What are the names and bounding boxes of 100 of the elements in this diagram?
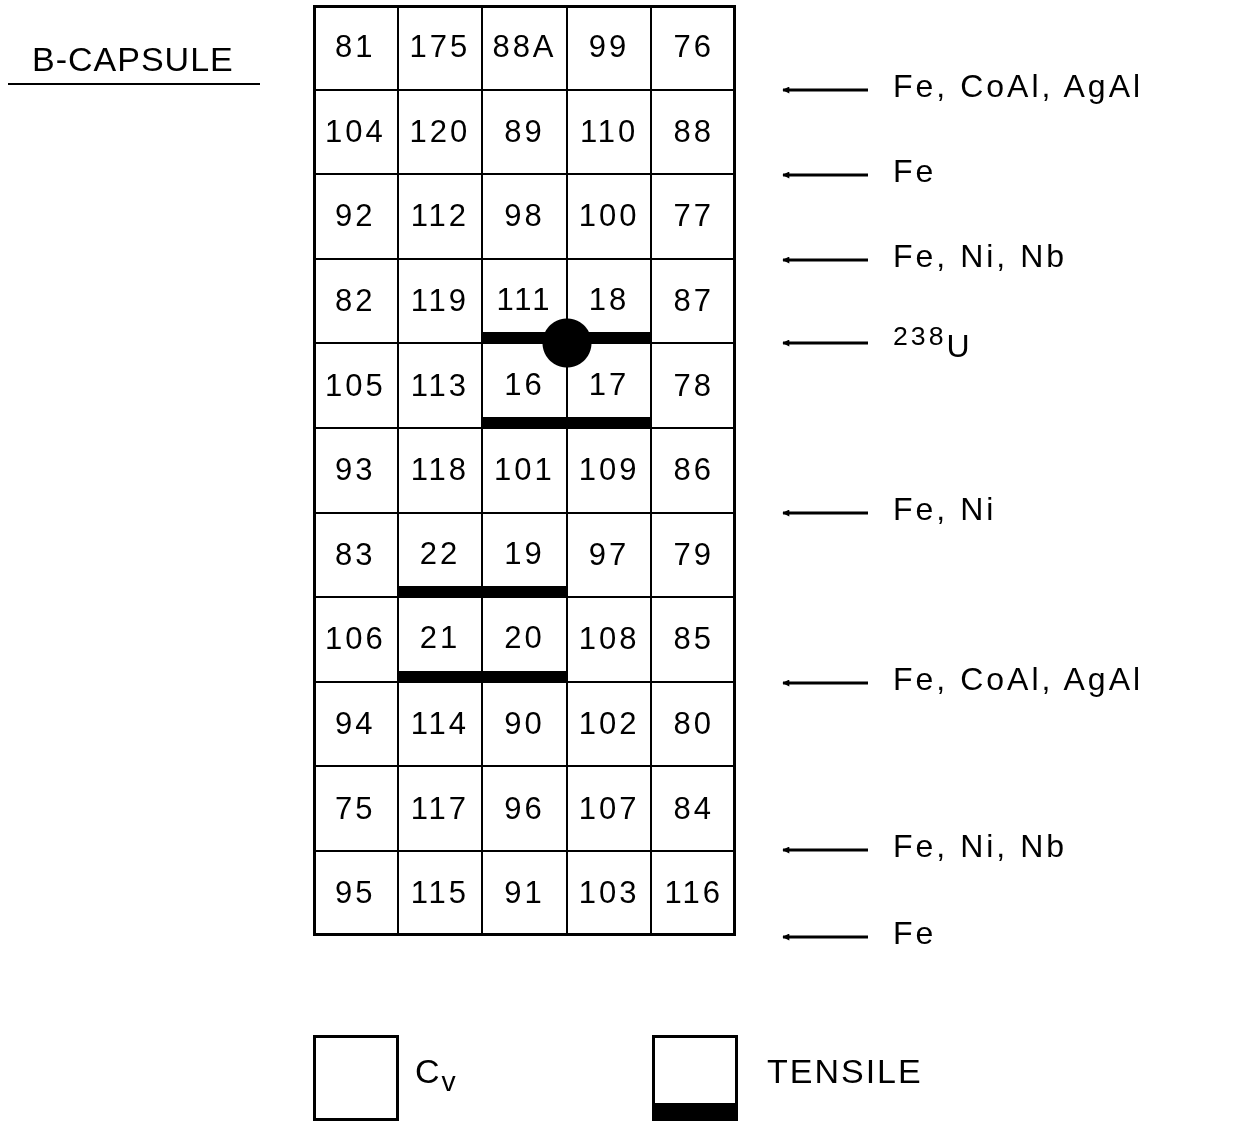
specimen-cell (397, 343, 483, 428)
specimen-number: 91 (504, 875, 545, 912)
specimen-number: 102 (578, 706, 640, 743)
specimen-number: 85 (673, 621, 714, 658)
specimen-number: 78 (673, 367, 714, 404)
specimen-cell (482, 89, 567, 175)
specimen-number: 99 (588, 29, 630, 66)
specimen-cell (397, 851, 483, 936)
arrow (782, 256, 868, 264)
specimen-number: 80 (673, 706, 714, 743)
specimen-cell (313, 681, 398, 767)
specimen-number: 81 (335, 29, 376, 66)
specimen-cell (651, 681, 736, 767)
specimen-cell (397, 5, 483, 90)
specimen-number: 89 (504, 113, 545, 150)
specimen-cell (313, 597, 398, 682)
specimen-number: 105 (324, 367, 386, 404)
specimen-cell (397, 89, 483, 175)
specimen-number: 82 (335, 283, 376, 320)
specimen-number: 95 (335, 875, 376, 912)
specimen-number: 83 (335, 536, 376, 573)
specimen-cell (313, 5, 398, 90)
tensile-specimen-cell (566, 343, 652, 428)
specimen-number: 90 (504, 706, 545, 743)
specimen-cell (651, 597, 736, 682)
specimen-cell (313, 851, 398, 936)
specimen-cell (482, 766, 567, 851)
specimen-cell (313, 428, 398, 513)
arrow (782, 679, 868, 687)
specimen-cell (566, 766, 652, 851)
specimen-number: 109 (578, 452, 640, 489)
arrow (782, 339, 868, 347)
arrow (782, 933, 868, 941)
dosimeter-label: Fe (893, 153, 937, 190)
specimen-number: 108 (578, 621, 640, 658)
specimen-cell (482, 5, 567, 90)
specimen-number: 16 (504, 366, 545, 403)
specimen-cell (313, 343, 398, 428)
specimen-number: 113 (410, 367, 470, 404)
title: B-CAPSULE (8, 40, 260, 85)
specimen-number: 97 (588, 536, 630, 573)
legend-label: TENSILE (767, 1052, 923, 1091)
specimen-cell (482, 428, 567, 513)
specimen-cell (313, 766, 398, 851)
arrow (782, 86, 868, 94)
specimen-number: 22 (419, 535, 461, 572)
arrow (782, 846, 868, 854)
dosimeter-label: Fe, Ni (893, 491, 997, 528)
specimen-cell (313, 89, 398, 175)
specimen-cell (566, 89, 652, 175)
dosimeter-label: Fe, Ni, Nb (893, 238, 1068, 275)
specimen-number: 115 (410, 875, 470, 912)
specimen-cell (482, 174, 567, 259)
specimen-cell (566, 428, 652, 513)
specimen-number: 87 (673, 283, 714, 320)
tensile-specimen-cell (566, 258, 652, 344)
specimen-number: 101 (494, 452, 555, 489)
dosimeter-label: Fe, CoAl, AgAl (893, 661, 1144, 698)
specimen-cell (566, 174, 652, 259)
specimen-number: 93 (335, 452, 376, 489)
specimen-number: 110 (579, 113, 639, 150)
specimen-number: 86 (673, 452, 714, 489)
specimen-cell (651, 851, 736, 936)
specimen-number: 104 (324, 113, 386, 150)
specimen-cell (397, 428, 483, 513)
specimen-cell (651, 766, 736, 851)
specimen-number: 17 (588, 366, 630, 403)
specimen-cell (651, 512, 736, 598)
specimen-cell (566, 5, 652, 90)
specimen-number: 118 (410, 452, 470, 489)
specimen-cell (651, 258, 736, 344)
specimen-cell (397, 174, 483, 259)
specimen-cell (651, 174, 736, 259)
specimen-cell (566, 681, 652, 767)
specimen-cell (313, 258, 398, 344)
specimen-cell (397, 766, 483, 851)
specimen-cell (313, 512, 398, 598)
specimen-number: 106 (324, 621, 386, 658)
specimen-number: 120 (409, 113, 471, 150)
specimen-number: 107 (578, 790, 640, 827)
specimen-number: 96 (504, 790, 545, 827)
dosimeter-label: Fe, CoAl, AgAl (893, 68, 1144, 105)
arrow (782, 509, 868, 517)
specimen-number: 94 (335, 706, 376, 743)
specimen-number: 175 (409, 29, 471, 66)
dosimeter-label: Fe (893, 915, 937, 952)
legend-label: C$_{v}$ (415, 1052, 458, 1098)
arrow (782, 171, 868, 179)
specimen-cell (566, 851, 652, 936)
specimen-cell (651, 5, 736, 90)
specimen-number: 114 (410, 706, 470, 743)
specimen-cell (482, 681, 567, 767)
specimen-cell (651, 89, 736, 175)
specimen-number: 18 (588, 282, 630, 319)
dosimeter-label: Fe, Ni, Nb (893, 828, 1068, 865)
specimen-number: 84 (673, 790, 714, 827)
specimen-number: 112 (410, 198, 470, 235)
specimen-number: 79 (673, 536, 714, 573)
specimen-cell (397, 258, 483, 344)
specimen-number: 21 (419, 620, 461, 657)
